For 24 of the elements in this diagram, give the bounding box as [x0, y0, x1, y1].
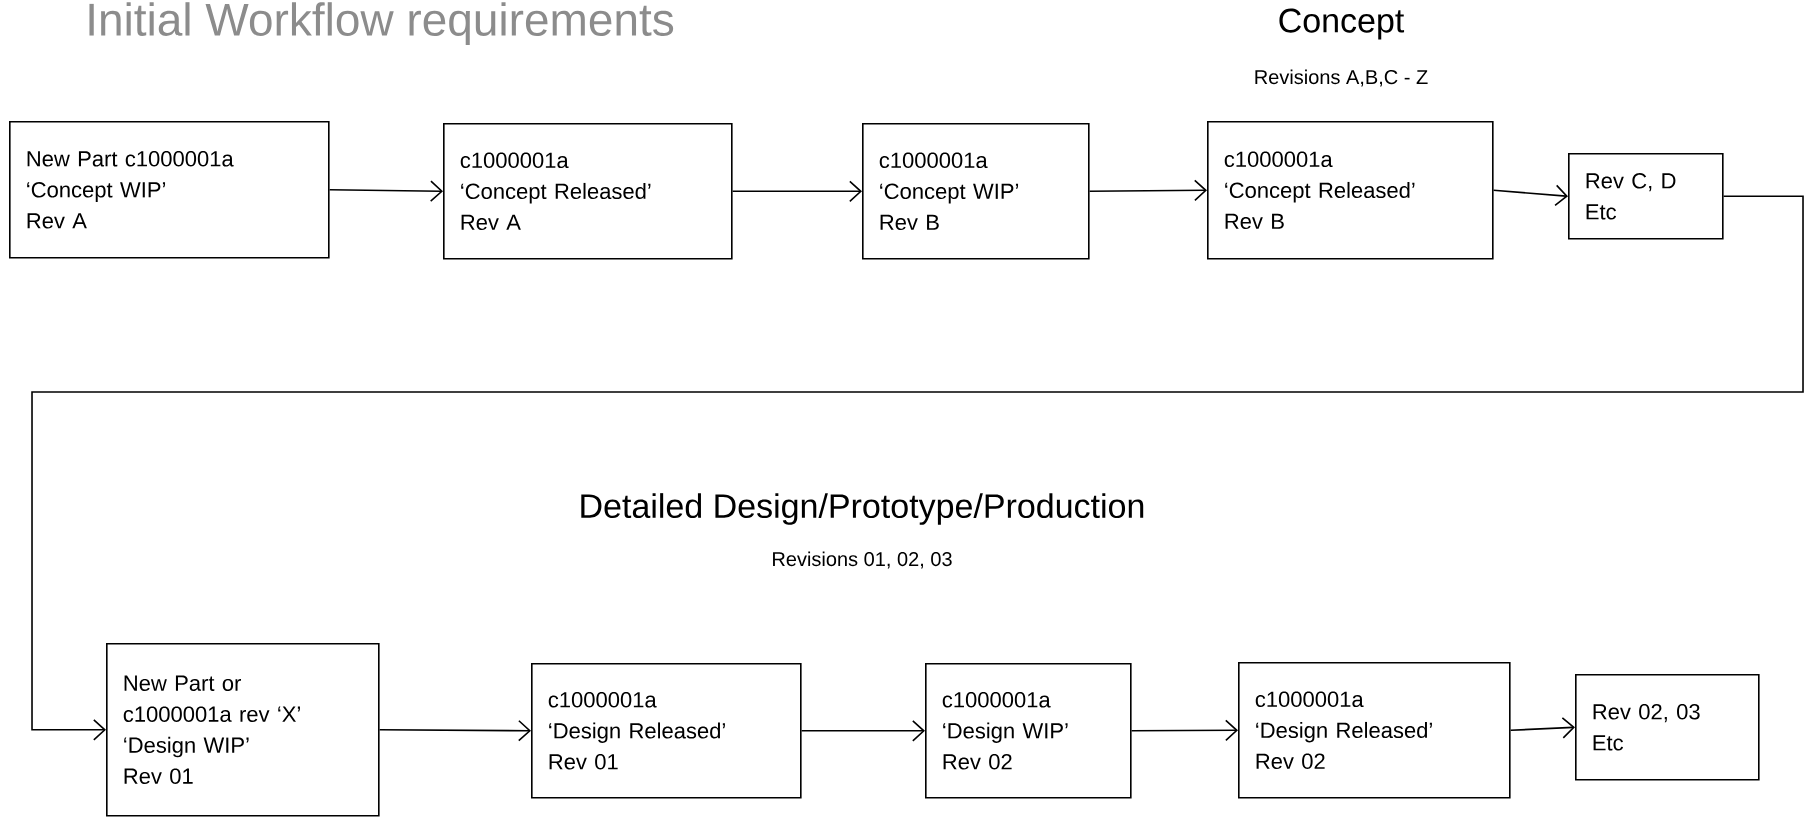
process-box: c1000001a ‘Concept Released’ Rev B	[1207, 121, 1494, 260]
process-box: Rev 02, 03 Etc	[1575, 674, 1760, 781]
process-box: New Part c1000001a ‘Concept WIP’ Rev A	[9, 121, 330, 259]
process-box: c1000001a ‘Design Released’ Rev 02	[1238, 662, 1511, 799]
stage-subheading: Revisions A,B,C - Z	[1255, 69, 1428, 87]
process-box: c1000001a ‘Design Released’ Rev 01	[531, 663, 802, 799]
arrow	[1088, 179, 1207, 202]
process-box: Rev C, D Etc	[1568, 153, 1724, 240]
arrow	[1492, 184, 1568, 207]
arrow	[800, 720, 925, 742]
stage-heading: Concept	[1279, 8, 1405, 40]
process-box: c1000001a ‘Concept Released’ Rev A	[443, 123, 733, 260]
title: Initial Workflow requirements	[89, 2, 674, 46]
arrow	[378, 719, 531, 742]
stage-subheading: Revisions 01, 02, 03	[773, 551, 952, 569]
process-box: c1000001a ‘Concept WIP’ Rev B	[862, 123, 1090, 260]
arrow	[1509, 717, 1575, 739]
arrow	[31, 195, 1804, 741]
arrow	[731, 180, 862, 203]
arrow	[1130, 719, 1238, 742]
stage-heading: Detailed Design/Prototype/Production	[581, 493, 1144, 525]
arrow	[328, 180, 443, 202]
process-box: c1000001a ‘Design WIP’ Rev 02	[925, 663, 1132, 799]
process-box: New Part or c1000001a rev ‘X’ ‘Design WIP’ Rev 01	[106, 643, 380, 817]
